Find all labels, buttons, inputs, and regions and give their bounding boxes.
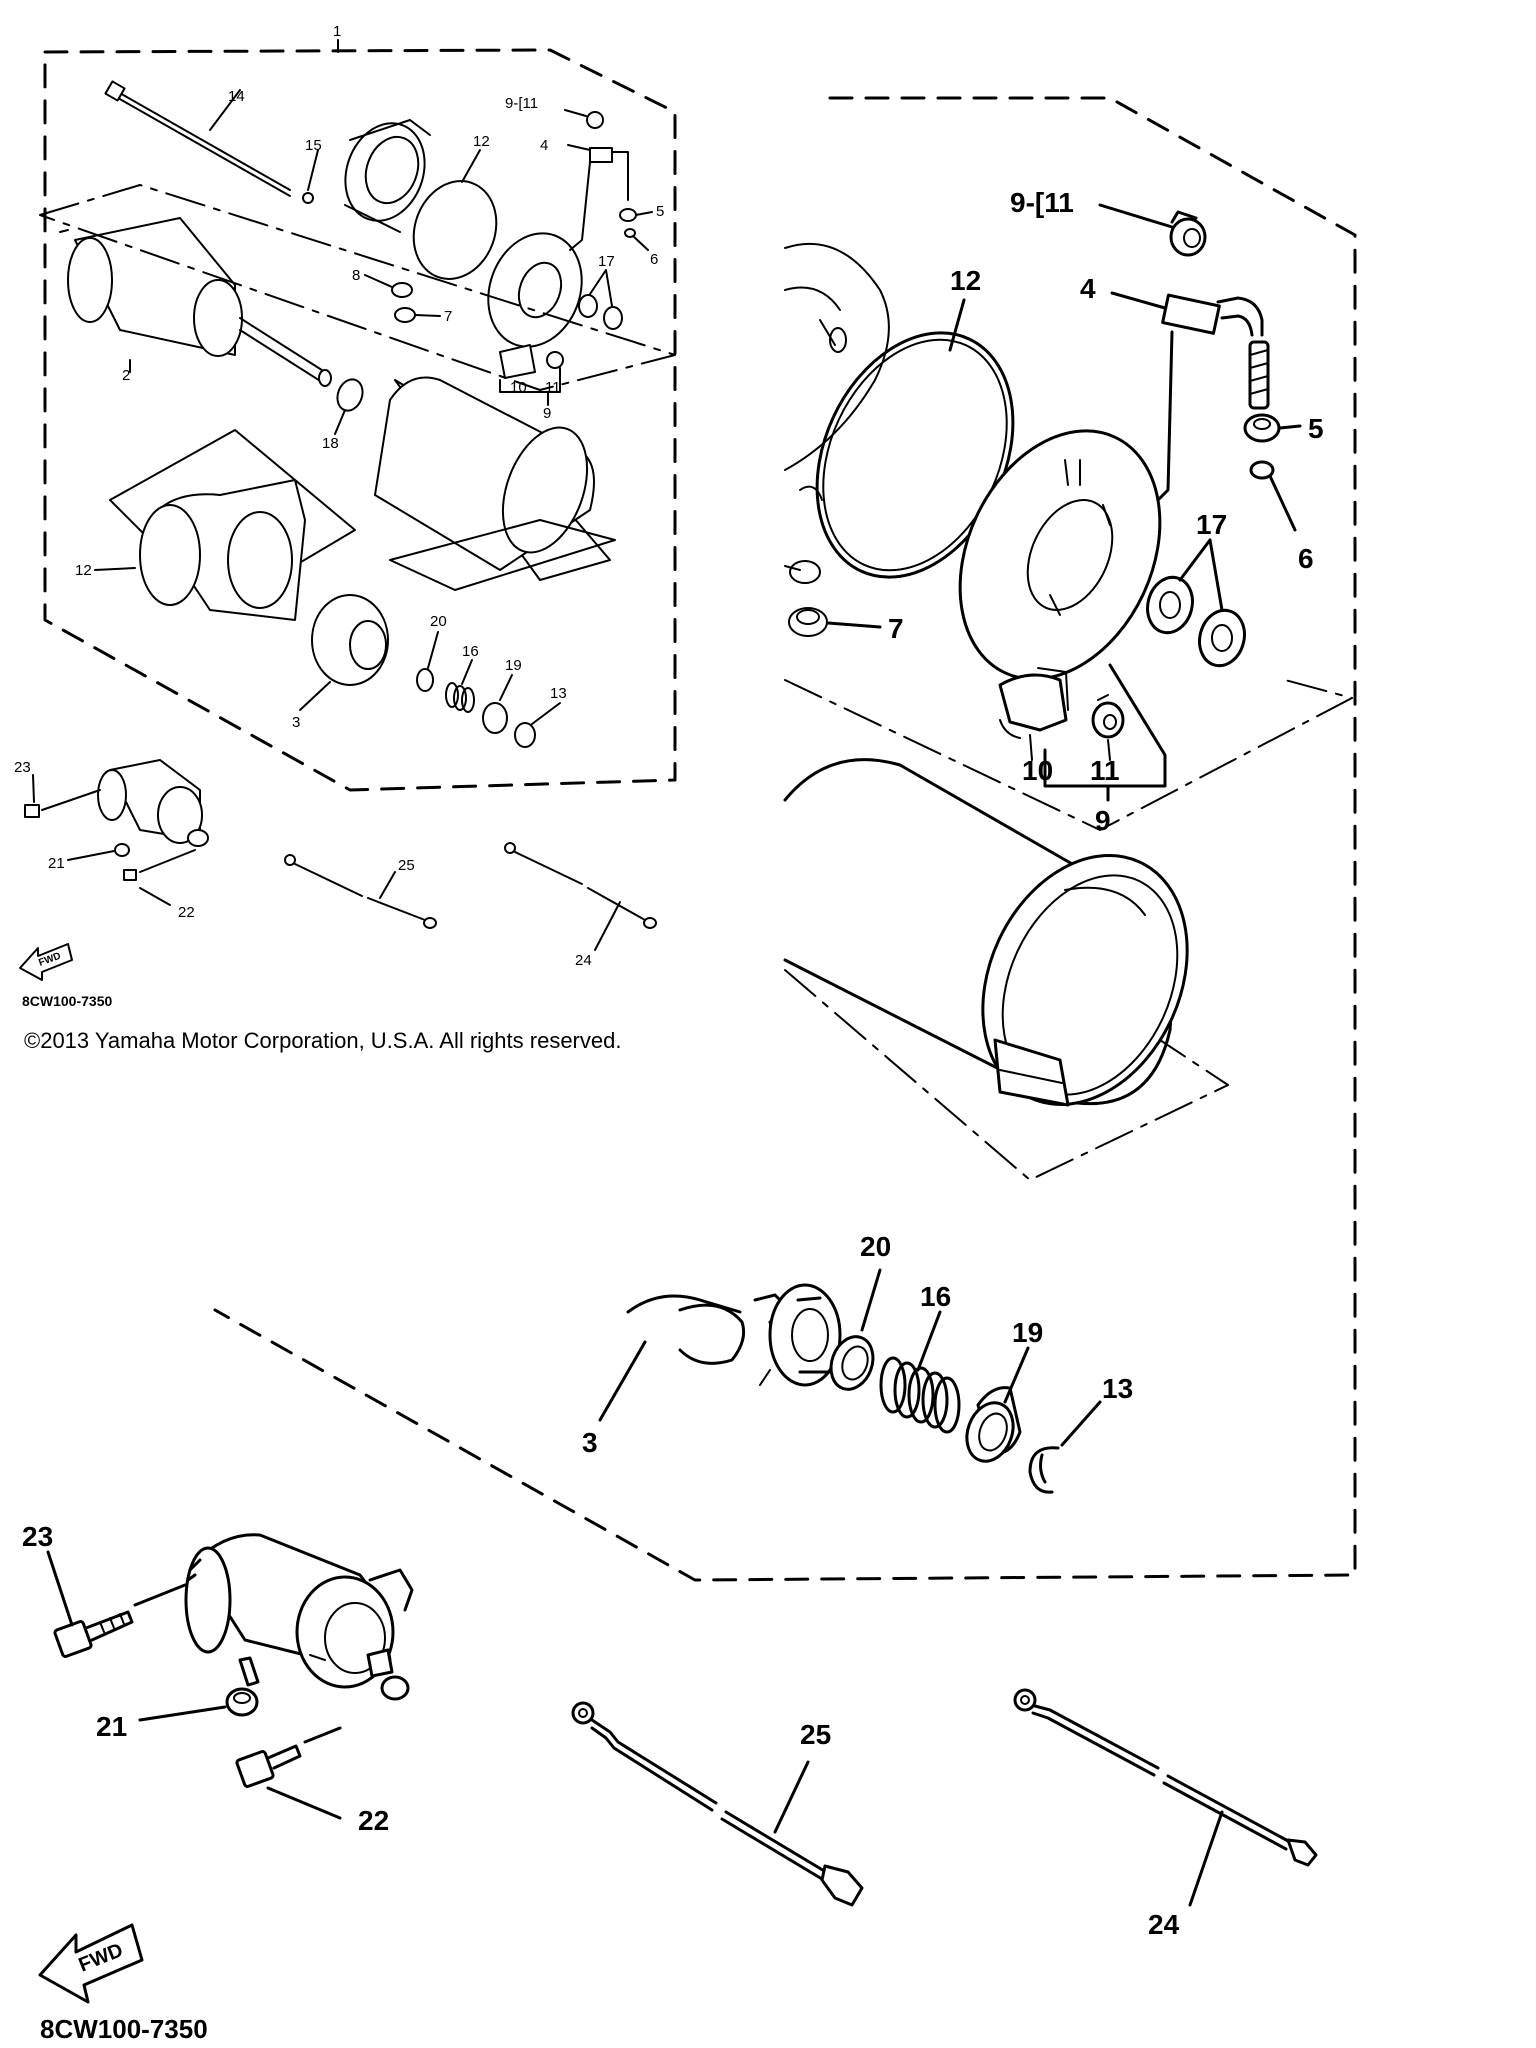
label-17-small: 17 bbox=[598, 253, 615, 270]
nut-21-large bbox=[138, 1687, 259, 1722]
label-23-small: 23 bbox=[14, 759, 31, 776]
label-18-small: 18 bbox=[322, 435, 339, 452]
oring-12-small bbox=[412, 180, 498, 280]
pinion-3-small bbox=[299, 594, 389, 711]
label-20-large: 20 bbox=[860, 1231, 891, 1262]
stopper-19-large bbox=[965, 1346, 1030, 1463]
collar-20-large bbox=[829, 1268, 882, 1391]
label-13-large: 13 bbox=[1102, 1373, 1133, 1404]
label-1-small: 1 bbox=[333, 23, 341, 40]
label-3-large: 3 bbox=[582, 1427, 598, 1458]
pinion-3-large bbox=[598, 1283, 842, 1422]
label-16-large: 16 bbox=[920, 1281, 951, 1312]
bracket-9-large bbox=[1043, 748, 1167, 788]
label-7-large: 7 bbox=[888, 613, 904, 644]
yoke-outline-lower bbox=[784, 969, 1229, 1181]
fwd-arrow-large-icon: FWD bbox=[38, 1923, 144, 2004]
label-15-small: 15 bbox=[305, 137, 322, 154]
label-5-small: 5 bbox=[656, 203, 664, 220]
nut-9-11-small bbox=[586, 111, 604, 129]
brush-plate-large bbox=[958, 429, 1167, 787]
label-24-small: 24 bbox=[575, 952, 592, 969]
washers-17-large bbox=[1146, 538, 1246, 668]
label-9-small: 9 bbox=[543, 405, 551, 422]
label-21-small: 21 bbox=[48, 855, 65, 872]
label-6-small: 6 bbox=[650, 251, 658, 268]
label-10-large: 10 bbox=[1022, 755, 1053, 786]
label-5-large: 5 bbox=[1308, 413, 1324, 444]
diagram-code-small: 8CW100-7350 bbox=[22, 993, 112, 1009]
label-23-large: 23 bbox=[22, 1521, 53, 1552]
label-12-small-a: 12 bbox=[473, 133, 490, 150]
label-20-small: 20 bbox=[430, 613, 447, 630]
label-9-large: 9 bbox=[1095, 805, 1111, 836]
cable-25-large bbox=[571, 1701, 864, 1907]
overview-diagram: FWD 1 14 15 12 9-[11 4 5 6 8 7 17 2 10 1… bbox=[14, 23, 677, 1009]
diagram-code-large: 8CW100-7350 bbox=[40, 2014, 208, 2044]
label-12-large: 12 bbox=[950, 265, 981, 296]
label-24-large: 24 bbox=[1148, 1909, 1180, 1940]
label-16-small: 16 bbox=[462, 643, 479, 660]
label-11-large: 11 bbox=[1090, 755, 1120, 786]
yoke-outline-upper bbox=[784, 679, 1353, 831]
fwd-arrow-small-icon: FWD bbox=[19, 943, 73, 981]
label-4-small: 4 bbox=[540, 137, 548, 154]
label-14-small: 14 bbox=[228, 88, 245, 105]
label-9-11-large: 9-[11 bbox=[1010, 187, 1074, 218]
bolt-22-large bbox=[235, 1726, 342, 1820]
rear-cover-large bbox=[784, 242, 890, 584]
oring-6-large bbox=[1249, 460, 1297, 532]
label-6-large: 6 bbox=[1298, 543, 1314, 574]
label-22-large: 22 bbox=[358, 1805, 389, 1836]
terminal-4-small bbox=[589, 147, 613, 163]
bolt-23-large bbox=[46, 1550, 187, 1658]
label-25-small: 25 bbox=[398, 857, 415, 874]
brush-spring-11-large bbox=[1091, 694, 1125, 739]
label-3-small: 3 bbox=[292, 714, 300, 731]
washer-18-small bbox=[336, 378, 364, 412]
label-9-11-small: 9-[11 bbox=[505, 95, 538, 112]
starter-motor-small bbox=[24, 759, 209, 906]
detail-diagram: FWD 9-[11 12 4 5 6 17 7 10 11 9 20 16 19… bbox=[22, 96, 1357, 2044]
label-21-large: 21 bbox=[96, 1711, 127, 1742]
label-12-small-b: 12 bbox=[75, 562, 92, 579]
cable-25-small bbox=[284, 854, 437, 929]
label-25-large: 25 bbox=[800, 1719, 831, 1750]
nut-7-large bbox=[788, 607, 882, 637]
washer-5-large bbox=[1243, 413, 1302, 443]
front-cover-12-small bbox=[94, 429, 356, 621]
label-19-large: 19 bbox=[1012, 1317, 1043, 1348]
label-22-small: 22 bbox=[178, 904, 195, 921]
long-bolt-14 bbox=[104, 80, 291, 197]
starter-motor-large bbox=[184, 1533, 414, 1701]
brush-plate-small bbox=[487, 232, 583, 348]
terminal-4-large bbox=[1110, 291, 1270, 502]
label-4-large: 4 bbox=[1080, 273, 1096, 304]
spring-16-large bbox=[879, 1310, 961, 1434]
detail-boundary bbox=[213, 96, 1357, 1582]
overview-boundary bbox=[43, 48, 677, 792]
label-19-small: 19 bbox=[505, 657, 522, 674]
spring-16-small bbox=[445, 659, 475, 713]
label-13-small: 13 bbox=[550, 685, 567, 702]
brush-10-large bbox=[998, 667, 1069, 739]
cable-24-small bbox=[504, 842, 657, 951]
rear-cover-small bbox=[344, 119, 431, 233]
cable-24-large bbox=[1013, 1688, 1318, 1907]
terminal-bolt-large bbox=[1248, 340, 1270, 410]
armature-2-small bbox=[59, 217, 332, 387]
label-8-small: 8 bbox=[352, 267, 360, 284]
yoke-small bbox=[39, 184, 676, 591]
label-7-small: 7 bbox=[444, 308, 452, 325]
yoke-large bbox=[783, 758, 1189, 1107]
circlip-13-large bbox=[1028, 1400, 1102, 1494]
label-10-small: 10 bbox=[510, 379, 527, 396]
copyright-text: ©2013 Yamaha Motor Corporation, U.S.A. A… bbox=[24, 1028, 621, 1053]
oring-15 bbox=[302, 192, 314, 204]
label-17-large: 17 bbox=[1196, 509, 1227, 540]
label-11-small: 11 bbox=[545, 379, 561, 396]
nut-9-11-large bbox=[1098, 203, 1207, 257]
label-2-small: 2 bbox=[122, 367, 130, 384]
